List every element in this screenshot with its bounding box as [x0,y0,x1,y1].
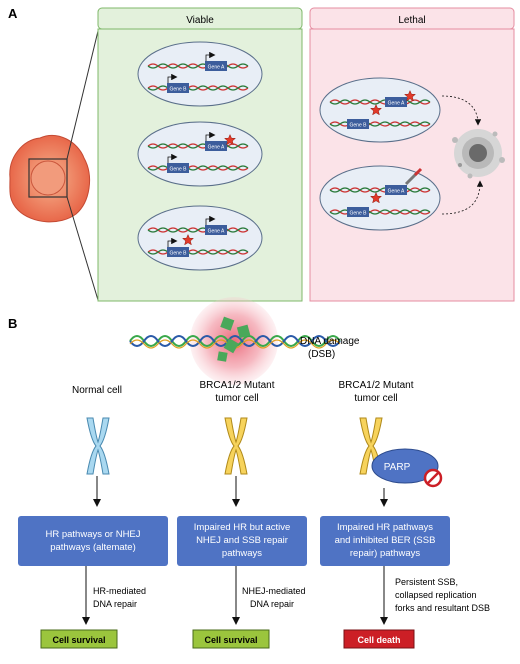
tumor-cell-icon [9,30,99,301]
gene-b-label: Gene B [350,211,368,217]
gene-pair-ellipse: Gene A Gene B [137,41,263,107]
gene-b-label: Gene B [170,167,188,173]
gene-pair-ellipse: Gene A Gene B [137,121,263,187]
outcome-label: Cell death [357,635,400,645]
cell-label: tumor cell [215,393,258,404]
pathway-box-text: Impaired HR but active [194,522,291,533]
chromosome-icon [224,417,248,475]
parp-enzyme: PARP [371,448,443,488]
column-brca-tumor-cell-parp: BRCA1/2 Mutant tumor cell PARP Impaired … [320,380,490,649]
gene-pair-ellipse: Gene A Gene B [319,165,441,231]
pathway-box-text: and inhibited BER (SSB [335,535,436,546]
dna-damage-illustration [129,297,341,385]
panel-b-label: B [8,316,17,331]
repair-label: forks and resultant DSB [395,603,490,613]
cell-label: tumor cell [354,393,397,404]
damage-label: DNA damage [300,336,360,347]
gene-pair-ellipse: Gene A Gene B [137,205,263,271]
gene-a-label: Gene A [388,101,405,107]
repair-label: DNA repair [250,599,294,609]
repair-label: Persistent SSB, [395,577,458,587]
pathway-box-text: Impaired HR pathways [337,522,433,533]
inhibitor-syringe-icon [404,167,423,186]
gene-pair-ellipse: Gene A Gene B [319,77,441,143]
cell-label: Normal cell [72,385,122,396]
gene-b-label: Gene B [170,87,188,93]
viable-title: Viable [186,15,214,26]
chromosome-icon [86,417,110,475]
outcome-label: Cell survival [52,635,105,645]
parp-label: PARP [384,462,411,473]
damage-label-sub: (DSB) [308,349,335,360]
arrow-to-death-bottom [441,180,484,215]
panel-a-label: A [8,6,18,21]
repair-label: DNA repair [93,599,137,609]
lethal-title: Lethal [398,15,425,26]
pathway-box-text: NHEJ and SSB repair [196,535,288,546]
inhibited-icon [423,468,443,488]
repair-label: collapsed replication [395,590,477,600]
repair-label: HR-mediated [93,586,146,596]
pathway-box-text: pathways [222,548,262,559]
cell-label: BRCA1/2 Mutant [338,380,413,391]
gene-a-label: Gene A [208,65,225,71]
gene-a-label: Gene A [208,145,225,151]
pathway-box-text: repair) pathways [350,548,420,559]
gene-a-label: Gene A [388,189,405,195]
pathway-box-text: HR pathways or NHEJ [45,529,140,540]
gene-a-label: Gene A [208,229,225,235]
gene-b-label: Gene B [350,123,368,129]
gene-b-label: Gene B [170,251,188,257]
cell-label: BRCA1/2 Mutant [199,380,274,391]
arrow-to-death-top [441,95,482,126]
outcome-label: Cell survival [204,635,257,645]
dying-cell-icon [452,129,505,179]
column-normal-cell: Normal cell HR pathways or NHEJ pathways… [18,385,168,649]
column-brca-tumor-cell: BRCA1/2 Mutant tumor cell Impaired HR bu… [177,380,307,649]
repair-label: NHEJ-mediated [242,586,306,596]
pathway-box-text: pathways (altemate) [50,542,136,553]
